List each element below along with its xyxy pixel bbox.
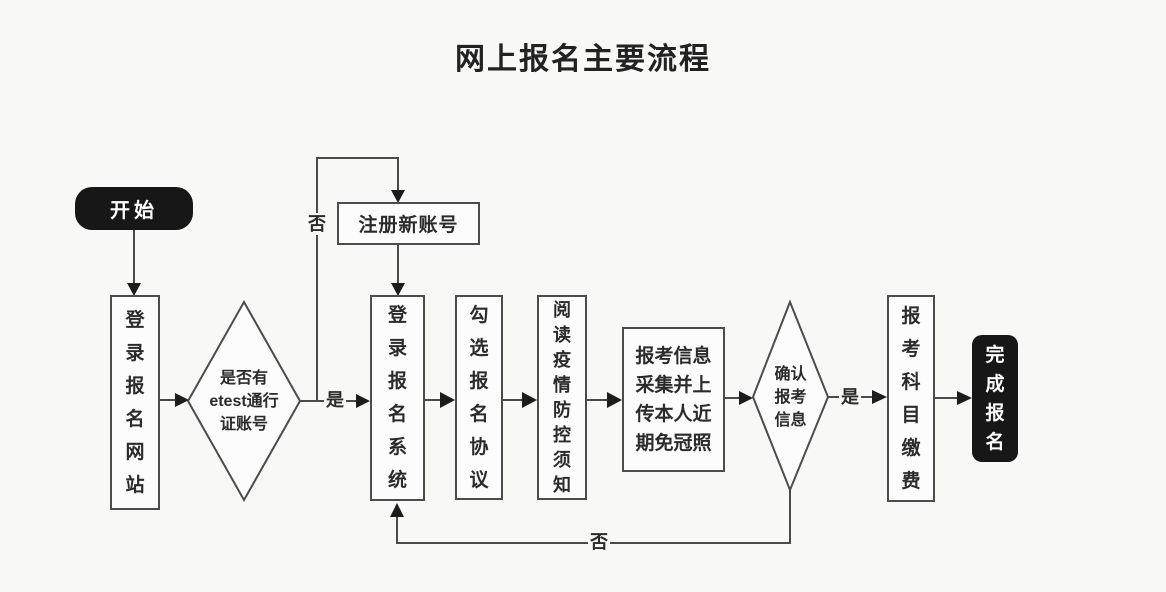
register-account-label: 注册新账号	[358, 215, 459, 236]
start-node: 开始	[75, 187, 193, 230]
has-etest-account-label: 是否有 etest通行 证账号	[209, 369, 279, 433]
login-system-label: 登录报名系统	[387, 305, 407, 491]
edge-label-yes-account: 是	[324, 389, 346, 411]
confirm-info-label: 确认 报考 信息	[774, 365, 807, 429]
confirm-info-diamond-shape	[751, 299, 830, 493]
agreement-box: 勾选报名协议	[455, 295, 503, 500]
page-title: 网上报名主要流程	[455, 43, 711, 76]
collect-info-label: 报考信息 采集并上 传本人近 期免冠照	[635, 345, 712, 454]
login-site-box: 登录报名网站	[110, 295, 160, 510]
collect-info-box: 报考信息 采集并上 传本人近 期免冠照	[622, 327, 725, 472]
covid-notice-box: 阅读疫情防控须知	[537, 295, 587, 500]
covid-notice-label: 阅读疫情防控须知	[552, 299, 571, 495]
end-label: 完成报名	[985, 344, 1005, 453]
register-account-box: 注册新账号	[337, 202, 480, 245]
end-node: 完成报名	[972, 335, 1018, 462]
login-system-box: 登录报名系统	[370, 295, 425, 501]
start-label: 开始	[110, 200, 158, 222]
edge-label-no-confirm: 否	[588, 531, 610, 553]
pay-box: 报考科目缴费	[887, 295, 935, 502]
arrowheads	[127, 190, 972, 517]
login-site-label: 登录报名网站	[125, 309, 145, 496]
has-etest-account-diamond-shape	[186, 299, 302, 503]
edge-label-yes-confirm: 是	[839, 386, 861, 408]
edge-label-no-account: 否	[306, 213, 328, 235]
pay-label: 报考科目缴费	[901, 305, 921, 492]
agreement-label: 勾选报名协议	[469, 304, 489, 491]
